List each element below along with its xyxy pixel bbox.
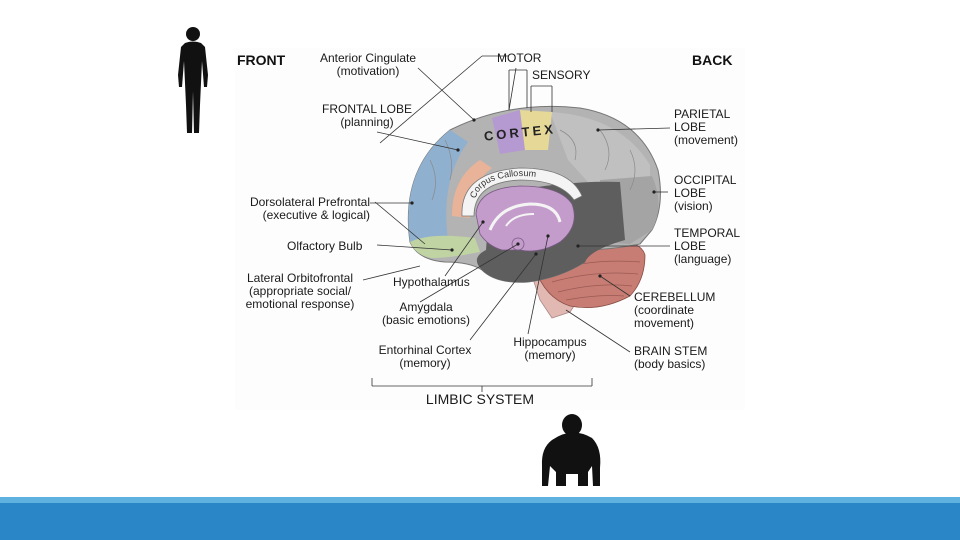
label-frontal-lobe: FRONTAL LOBE (planning): [321, 102, 413, 129]
label-hypothalamus: Hypothalamus: [393, 275, 470, 289]
label-parietal-lobe: PARIETAL LOBE (movement): [674, 107, 739, 147]
label-occipital-lobe: OCCIPITAL LOBE (vision): [674, 173, 737, 213]
label-entorhinal-cortex: Entorhinal Cortex (memory): [378, 343, 472, 370]
front-header: FRONT: [237, 52, 286, 68]
label-sensory: SENSORY: [532, 68, 591, 82]
motor-cortex: [492, 110, 525, 154]
label-olfactory-bulb: Olfactory Bulb: [287, 239, 363, 253]
limbic-region: [475, 185, 575, 252]
human-silhouette-icon: [178, 27, 208, 133]
label-anterior-cingulate: Anterior Cingulate (motivation): [319, 51, 417, 78]
ape-silhouette-icon: [541, 414, 601, 486]
footer-accent-stripe: [0, 497, 960, 503]
olfactory-region: [410, 235, 480, 258]
label-temporal-lobe: TEMPORAL LOBE (language): [674, 226, 741, 266]
footer-bar: [0, 503, 960, 540]
label-dorsolateral-prefrontal: Dorsolateral Prefrontal (executive & log…: [249, 195, 370, 222]
back-header: BACK: [692, 52, 733, 68]
label-hippocampus: Hippocampus (memory): [513, 335, 587, 362]
sensory-cortex: [520, 110, 552, 150]
label-lateral-orbitofrontal: Lateral Orbitofrontal (appropriate socia…: [245, 271, 355, 311]
label-cerebellum: CEREBELLUM (coordinate movement): [634, 290, 716, 330]
label-motor: MOTOR: [497, 51, 542, 65]
prefrontal-region: [408, 130, 468, 242]
label-brain-stem: BRAIN STEM (body basics): [634, 344, 708, 371]
corpus-callosum: [461, 167, 583, 217]
label-amygdala: Amygdala (basic emotions): [381, 300, 471, 327]
label-limbic-system: LIMBIC SYSTEM: [425, 391, 535, 407]
